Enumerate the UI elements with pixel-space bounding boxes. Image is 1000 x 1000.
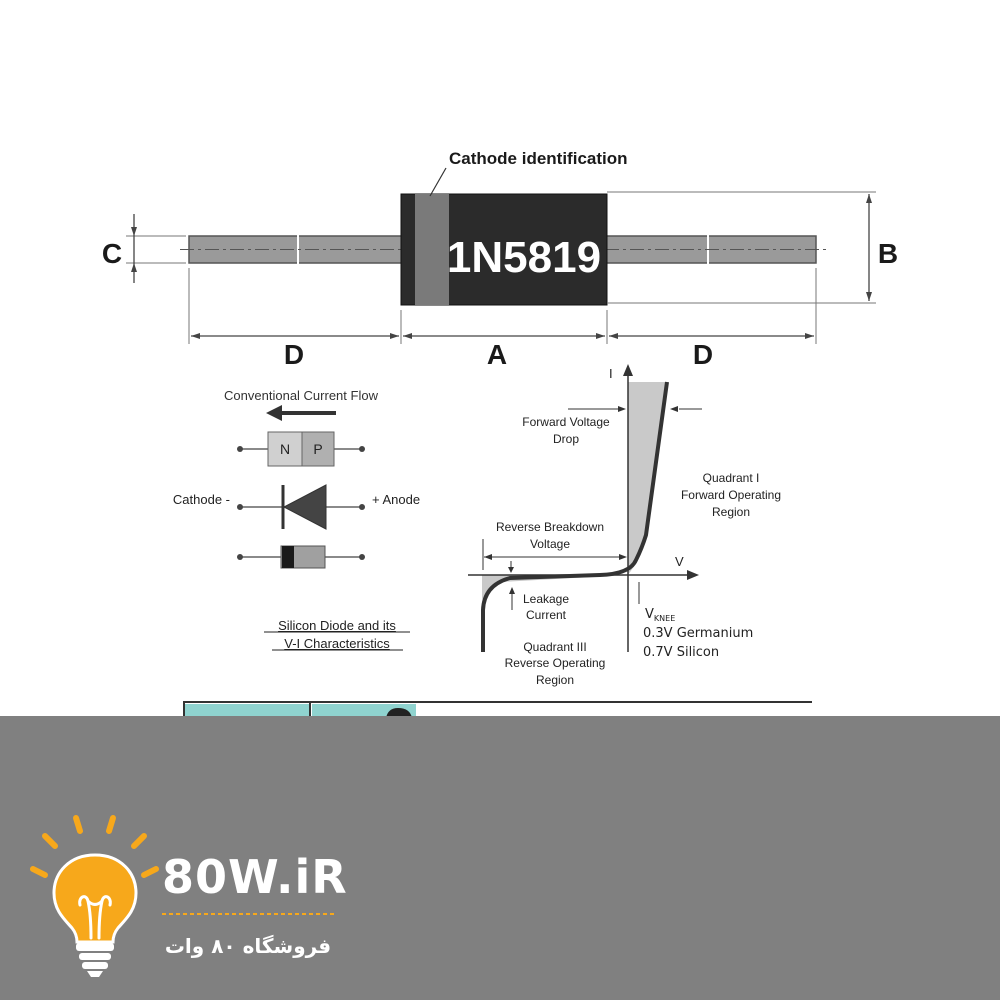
dim-d-left: D <box>284 339 304 370</box>
table-cell-teal-1 <box>185 704 309 718</box>
q3-line2: Reverse Operating <box>505 656 606 670</box>
caption-line2: V-I Characteristics <box>284 636 390 651</box>
breakdown-line2: Voltage <box>530 537 570 551</box>
cathode-label: Cathode - <box>173 492 230 507</box>
bulb-rays <box>30 815 159 878</box>
p-block <box>301 431 335 467</box>
dim-d-right: D <box>693 339 713 370</box>
bottom-banner <box>0 716 1000 1000</box>
vknee-main: VKNEE <box>645 607 675 623</box>
vknee-sub: KNEE <box>654 614 675 623</box>
lightbulb-icon <box>52 853 138 977</box>
dim-a: A <box>487 339 507 370</box>
breakdown-line1: Reverse Breakdown <box>496 520 604 534</box>
left-lead <box>188 235 404 264</box>
cathode-callout: Cathode identification <box>449 149 628 168</box>
q1-line2: Forward Operating <box>681 488 781 502</box>
forward-drop-line2: Drop <box>553 432 579 446</box>
leakage-line2: Current <box>526 608 567 622</box>
package-outline: 1N5819 Cathode identification <box>180 149 828 306</box>
q3-line3: Region <box>536 673 574 687</box>
brand-tagline: فروشگاه ۸۰ وات <box>165 934 331 958</box>
q1-line3: Region <box>712 505 750 519</box>
vi-graph: I V Forward Voltage Drop Quadrant I Forw… <box>468 364 781 687</box>
q3-line1: Quadrant III <box>523 640 586 654</box>
brand-name: 80W.iR <box>162 850 348 904</box>
dimension-lines: D A D B C <box>102 191 898 370</box>
flow-label: Conventional Current Flow <box>224 388 379 403</box>
n-block <box>267 431 303 467</box>
component-band <box>282 546 294 568</box>
axis-v-label: V <box>675 554 684 569</box>
diode-symbols: Conventional Current Flow N P Cathode - … <box>173 388 420 651</box>
brand-logo: 80W.iR فروشگاه ۸۰ وات <box>30 815 348 977</box>
leakage-line1: Leakage <box>523 592 569 606</box>
diode-triangle <box>282 484 327 530</box>
silicon-label: 0.7V Silicon <box>643 645 719 660</box>
part-number: 1N5819 <box>447 233 601 282</box>
forward-shade <box>628 382 667 575</box>
q1-line1: Quadrant I <box>703 471 760 485</box>
cathode-band <box>415 194 449 305</box>
axis-i-label: I <box>609 366 613 381</box>
n-label: N <box>280 441 290 457</box>
iv-curve <box>481 381 669 652</box>
reverse-shade <box>482 575 628 600</box>
p-label: P <box>313 441 322 457</box>
table-peek <box>183 701 812 718</box>
dim-c: C <box>102 238 122 269</box>
caption-line1: Silicon Diode and its <box>278 618 396 633</box>
forward-drop-line1: Forward Voltage <box>522 415 610 429</box>
anode-label: + Anode <box>372 492 420 507</box>
dim-b: B <box>878 238 898 269</box>
germanium-label: 0.3V Germanium <box>643 626 753 641</box>
